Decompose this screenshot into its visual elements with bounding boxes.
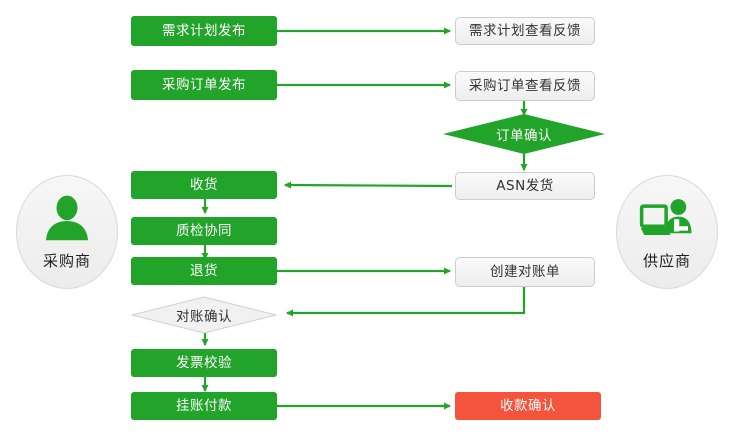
person-at-computer-icon (639, 198, 692, 235)
node-label: 退货 (190, 262, 218, 279)
actor-supplier[interactable]: 供应商 (616, 175, 718, 289)
node-label: 质检协同 (176, 222, 232, 239)
node-receipt-confirm[interactable]: 收款确认 (455, 392, 601, 420)
node-asn-shipment[interactable]: ASN发货 (455, 172, 595, 200)
edge-create-statement-to-statement-confirm (286, 287, 526, 317)
actor-supplier-label: 供应商 (642, 251, 691, 270)
node-payable-payment[interactable]: 挂账付款 (131, 392, 277, 420)
node-demand-plan-feedback[interactable]: 需求计划查看反馈 (455, 17, 595, 45)
node-po-publish[interactable]: 采购订单发布 (131, 70, 277, 100)
node-order-confirm[interactable]: 订单确认 (443, 114, 605, 154)
node-demand-plan-publish[interactable]: 需求计划发布 (131, 16, 277, 46)
node-po-feedback[interactable]: 采购订单查看反馈 (455, 71, 595, 101)
node-create-statement[interactable]: 创建对账单 (455, 257, 595, 287)
node-label: 收款确认 (500, 397, 556, 414)
node-label: 需求计划发布 (162, 22, 246, 39)
node-label: 采购订单发布 (162, 76, 246, 93)
node-return-goods[interactable]: 退货 (131, 257, 277, 285)
node-quality-collab[interactable]: 质检协同 (131, 217, 277, 245)
node-label: 收货 (190, 176, 218, 193)
actor-buyer-label: 采购商 (42, 251, 91, 270)
node-invoice-check[interactable]: 发票校验 (131, 349, 277, 377)
node-statement-confirm[interactable]: 对账确认 (131, 296, 277, 334)
node-label: 订单确认 (496, 128, 552, 144)
diamond-shape (443, 114, 605, 154)
node-label: 挂账付款 (176, 397, 232, 414)
node-label: 对账确认 (176, 309, 232, 325)
node-label: 采购订单查看反馈 (469, 77, 581, 94)
person-icon (46, 195, 88, 240)
node-receive-goods[interactable]: 收货 (131, 171, 277, 199)
node-label: 发票校验 (176, 354, 232, 371)
node-label: 创建对账单 (490, 263, 560, 280)
node-label: 需求计划查看反馈 (469, 22, 581, 39)
edge-asn-to-receive (284, 181, 453, 189)
node-label: ASN发货 (496, 177, 554, 194)
actor-buyer[interactable]: 采购商 (16, 175, 118, 289)
